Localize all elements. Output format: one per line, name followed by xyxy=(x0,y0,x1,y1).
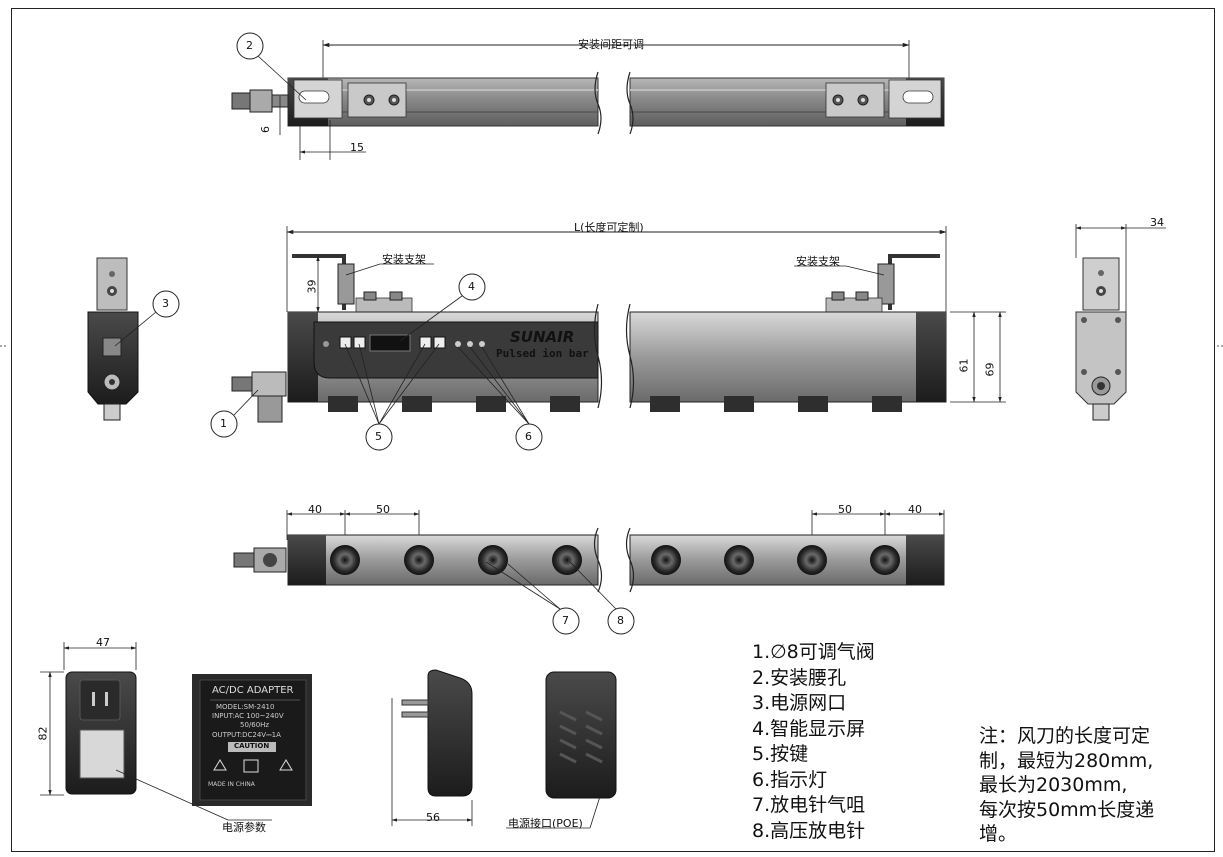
dim-47: 47 xyxy=(96,636,110,649)
parts-legend: 1.∅8可调气阀 2.安装腰孔 3.电源网口 4.智能显示屏 5.按键 6.指示… xyxy=(752,640,875,844)
dim-50-left: 50 xyxy=(376,503,390,516)
dim-34: 34 xyxy=(1150,216,1164,229)
legend-item: 6.指示灯 xyxy=(752,768,828,791)
callout-8: 8 xyxy=(617,614,624,627)
adapter-freq: 50/60Hz xyxy=(240,721,270,729)
dim-39: 39 xyxy=(305,279,319,294)
legend-item: 4.智能显示屏 xyxy=(752,717,866,740)
adapter-caution: CAUTION xyxy=(234,742,270,750)
brand-name: SUNAIR xyxy=(510,328,575,346)
top-view xyxy=(231,32,945,160)
dim-6: 6 xyxy=(259,126,272,133)
note-line: 最长为2030mm, xyxy=(979,774,1128,796)
legend-item: 8.高压放电针 xyxy=(752,819,866,842)
dim-50-right: 50 xyxy=(838,503,852,516)
dim-mount-spacing: 安装间距可调 xyxy=(578,38,644,51)
right-side-view xyxy=(1075,224,1166,421)
legend-item: 5.按键 xyxy=(752,743,809,765)
note-line: 注：风刀的长度可定 xyxy=(979,725,1151,747)
bottom-view xyxy=(233,510,945,635)
callout-7: 7 xyxy=(562,614,569,627)
dim-40-left: 40 xyxy=(308,503,322,516)
adapter-title: AC/DC ADAPTER xyxy=(212,685,294,696)
legend-item: 2.安装腰孔 xyxy=(752,666,847,689)
adapter-back xyxy=(506,671,617,829)
legend-item: 1.∅8可调气阀 xyxy=(752,641,875,663)
dim-56: 56 xyxy=(426,811,440,824)
brand-subtitle: Pulsed ion bar xyxy=(496,347,589,360)
callout-5: 5 xyxy=(375,430,382,443)
adapter-made-in: MADE IN CHINA xyxy=(208,781,255,788)
callout-6: 6 xyxy=(525,430,532,443)
adapter-input: INPUT:AC 100~240V xyxy=(212,712,284,720)
front-view xyxy=(210,226,1006,451)
adapter-side xyxy=(391,669,473,826)
label-bracket-left: 安装支架 xyxy=(382,253,426,266)
dim-82: 82 xyxy=(36,726,50,741)
label-power-params: 电源参数 xyxy=(222,821,266,834)
legend-item: 3.电源网口 xyxy=(752,692,847,714)
dim-15: 15 xyxy=(350,141,364,154)
adapter-model: MODEL:SM-2410 xyxy=(216,703,275,711)
label-bracket-right: 安装支架 xyxy=(796,255,840,268)
note-line: 增。 xyxy=(979,823,1018,845)
callout-2: 2 xyxy=(246,39,253,52)
dim-40-right: 40 xyxy=(908,503,922,516)
label-power-port: 电源接口(POE) xyxy=(508,817,583,830)
callout-1: 1 xyxy=(220,417,227,430)
adapter-output: OUTPUT:DC24V⎓1A xyxy=(212,731,281,739)
callout-3: 3 xyxy=(162,297,169,310)
adapter-front xyxy=(40,642,272,821)
dim-61: 61 xyxy=(957,358,971,373)
legend-item: 7.放电针气咀 xyxy=(752,794,866,816)
dim-69: 69 xyxy=(983,362,997,377)
drawing-frame xyxy=(11,8,1215,852)
dim-length-L: L(长度可定制) xyxy=(574,221,644,234)
length-note: 注：风刀的长度可定 制，最短为280mm, 最长为2030mm, 每次按50mm… xyxy=(979,724,1179,847)
left-side-view xyxy=(87,257,180,421)
note-line: 每次按50mm长度递 xyxy=(979,798,1155,821)
adapter-label-photo xyxy=(192,674,312,806)
note-line: 制，最短为280mm, xyxy=(979,749,1154,772)
callout-4: 4 xyxy=(468,280,475,293)
